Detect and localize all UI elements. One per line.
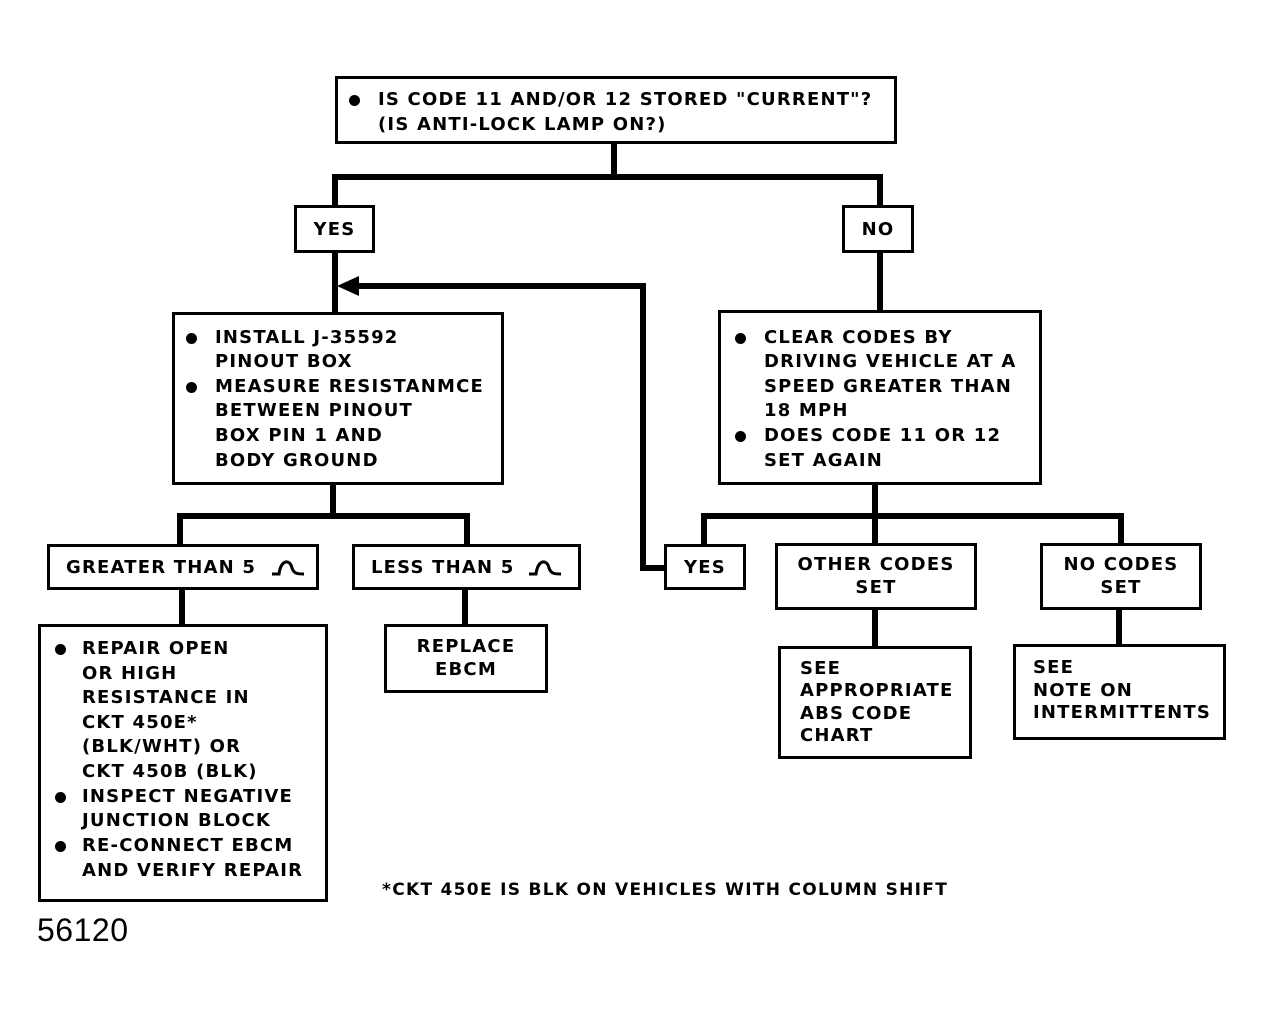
- connector: [1116, 608, 1122, 648]
- other-codes-set-label: SET: [855, 577, 897, 598]
- yes-code-again-label: YES: [684, 557, 726, 578]
- no-codes-set-box: [1040, 543, 1202, 610]
- yes-branch-box: [294, 205, 375, 253]
- install-text: INSTALL J-35592: [215, 327, 399, 348]
- repair-text: CKT 450B (BLK): [82, 761, 258, 782]
- other-codes-set-label: OTHER CODES: [797, 554, 955, 575]
- install-measure-box: [172, 312, 504, 485]
- less-than-5-label: LESS THAN 5: [371, 557, 515, 578]
- figure-number: 56120: [37, 912, 129, 948]
- repair-text: CKT 450E*: [82, 712, 198, 733]
- bullet-icon: [735, 431, 746, 442]
- see-note-text: NOTE ON: [1033, 680, 1133, 701]
- inspect-text: INSPECT NEGATIVE: [82, 786, 294, 807]
- no-codes-set-label: SET: [1100, 577, 1142, 598]
- start-question-line1: IS CODE 11 AND/OR 12 STORED "CURRENT"?: [378, 89, 873, 110]
- start-question-box: [335, 76, 897, 144]
- connector: [332, 174, 883, 180]
- repair-text: REPAIR OPEN: [82, 638, 230, 659]
- measure-text: BODY GROUND: [215, 450, 379, 471]
- connector: [701, 513, 1124, 519]
- loopback-connector: [640, 565, 666, 571]
- repair-box: [38, 624, 328, 902]
- ohm-wave-icon: [272, 560, 305, 576]
- connector: [462, 589, 468, 626]
- other-codes-set-box: [775, 543, 977, 610]
- connector: [330, 483, 336, 517]
- bullet-icon: [186, 382, 197, 393]
- bullet-icon: [186, 333, 197, 344]
- clear-codes-box: [718, 310, 1042, 485]
- replace-ebcm-label: REPLACE: [416, 636, 516, 657]
- yes-branch-label: YES: [313, 219, 356, 240]
- connector: [877, 252, 883, 312]
- connector: [177, 513, 183, 545]
- code-again-text: DOES CODE 11 OR 12: [764, 425, 1002, 446]
- loopback-connector: [640, 283, 646, 571]
- bullet-icon: [55, 644, 66, 655]
- loopback-connector: [352, 283, 646, 289]
- code-again-text: SET AGAIN: [764, 450, 884, 471]
- ohm-wave-icon: [529, 560, 562, 576]
- replace-ebcm-label: EBCM: [435, 659, 497, 680]
- repair-text: RESISTANCE IN: [82, 687, 250, 708]
- less-than-5-box: [352, 544, 581, 590]
- bullet-icon: [55, 792, 66, 803]
- replace-ebcm-box: [384, 624, 548, 693]
- see-abs-chart-text: SEE: [800, 658, 842, 679]
- see-abs-chart-text: ABS CODE: [800, 703, 913, 724]
- greater-than-5-label: GREATER THAN 5: [66, 557, 257, 578]
- see-note-text: INTERMITTENTS: [1033, 702, 1211, 723]
- see-abs-chart-box: [778, 646, 972, 759]
- reconnect-text: RE-CONNECT EBCM: [82, 835, 294, 856]
- connector: [179, 589, 185, 626]
- clear-codes-text: 18 MPH: [764, 400, 849, 421]
- connector: [872, 513, 878, 545]
- clear-codes-text: CLEAR CODES BY: [764, 327, 953, 348]
- yes-code-again-box: [664, 544, 746, 590]
- measure-text: MEASURE RESISTANMCE: [215, 376, 485, 397]
- connector: [872, 608, 878, 648]
- bullet-icon: [55, 841, 66, 852]
- measure-text: BETWEEN PINOUT: [215, 400, 414, 421]
- connector: [464, 513, 470, 545]
- install-text: PINOUT BOX: [215, 351, 353, 372]
- no-branch-label: NO: [861, 219, 895, 240]
- connector: [877, 174, 883, 206]
- connector: [332, 252, 338, 314]
- see-abs-chart-text: APPROPRIATE: [800, 680, 954, 701]
- bullet-icon: [349, 95, 360, 106]
- clear-codes-text: SPEED GREATER THAN: [764, 376, 1013, 397]
- no-codes-set-label: NO CODES: [1063, 554, 1179, 575]
- bullet-icon: [735, 333, 746, 344]
- connector: [701, 513, 707, 545]
- start-question-line2: (IS ANTI-LOCK LAMP ON?): [378, 114, 667, 135]
- footnote: *CKT 450E IS BLK ON VEHICLES WITH COLUMN…: [382, 880, 949, 900]
- see-note-box: [1013, 644, 1226, 740]
- repair-text: (BLK/WHT) OR: [82, 736, 242, 757]
- greater-than-5-box: [47, 544, 319, 590]
- connector: [611, 142, 617, 178]
- connector: [177, 513, 470, 519]
- see-abs-chart-text: CHART: [800, 725, 874, 746]
- clear-codes-text: DRIVING VEHICLE AT A: [764, 351, 1017, 372]
- connector: [1118, 513, 1124, 545]
- connector: [332, 174, 338, 206]
- arrow-left-icon: [337, 276, 359, 296]
- inspect-text: JUNCTION BLOCK: [82, 810, 272, 831]
- repair-text: OR HIGH: [82, 663, 178, 684]
- see-note-text: SEE: [1033, 657, 1075, 678]
- no-branch-box: [842, 205, 914, 253]
- measure-text: BOX PIN 1 AND: [215, 425, 384, 446]
- connector: [872, 483, 878, 517]
- reconnect-text: AND VERIFY REPAIR: [82, 860, 304, 881]
